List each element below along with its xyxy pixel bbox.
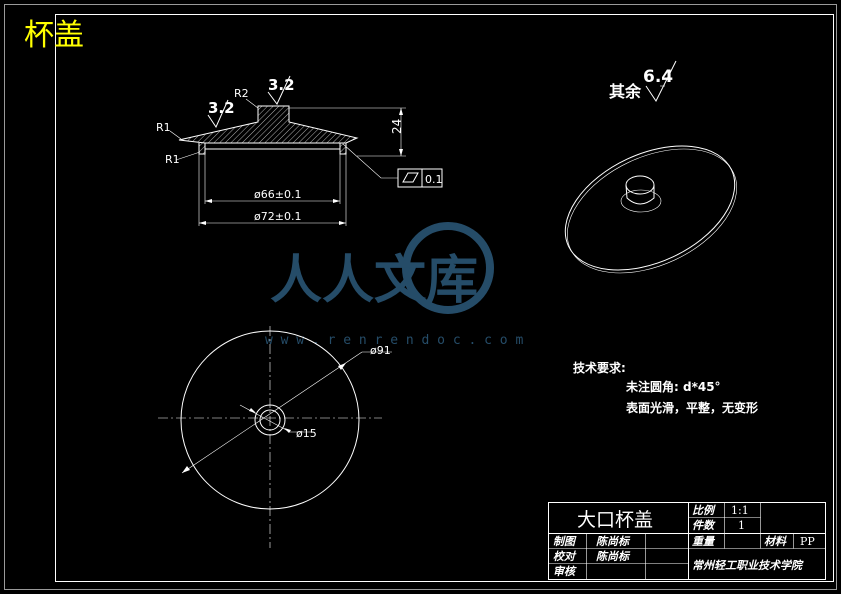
tb-drawn-label: 制图 bbox=[553, 535, 577, 548]
arrow-15-b bbox=[284, 428, 291, 433]
roughness-other: 其余 6.4 bbox=[609, 60, 677, 102]
roughness-side-value: 3.2 bbox=[208, 99, 235, 117]
dim-plan-outer-diameter: ø91 bbox=[370, 344, 391, 357]
sheet-label: 杯盖 bbox=[24, 18, 84, 53]
iso-knob-side bbox=[625, 184, 655, 205]
arrow-91-a bbox=[182, 466, 190, 473]
leader-radius-top bbox=[245, 98, 259, 109]
tech-req-title: 技术要求: bbox=[573, 360, 626, 375]
roughness-top-symbol bbox=[267, 75, 291, 105]
dim-height: 24 bbox=[390, 119, 404, 134]
arrow-72-left bbox=[199, 221, 206, 225]
watermark-logo-ring bbox=[402, 222, 494, 314]
arrow-height-bottom bbox=[399, 149, 403, 156]
dim-plan-knob-diameter: ø15 bbox=[296, 427, 317, 440]
inner-border bbox=[55, 14, 834, 582]
plan-knob-inner bbox=[259, 409, 281, 431]
tb-approved-label: 审核 bbox=[553, 565, 577, 578]
title-block: 大口杯盖 比例 1:1 件数 1 制图 陈尚标 重量 材料 PP 校对 陈尚标 … bbox=[548, 502, 826, 580]
arrow-15-a bbox=[249, 408, 256, 413]
dim-inner-diameter: ø66±0.1 bbox=[254, 188, 301, 201]
leader-radius-inner bbox=[175, 151, 201, 161]
radius-inner-label: R1 bbox=[165, 153, 180, 166]
tb-drawn-name: 陈尚标 bbox=[596, 535, 631, 548]
tech-req-line1: 未注圆角: d*45° bbox=[625, 379, 721, 394]
tb-school: 常州轻工职业技术学院 bbox=[692, 559, 804, 572]
roughness-side-symbol bbox=[207, 99, 229, 129]
iso-knob-base bbox=[620, 189, 662, 213]
skirt-wall-right bbox=[339, 143, 347, 155]
tb-qty-value: 1 bbox=[738, 519, 745, 532]
tb-scale-value: 1:1 bbox=[731, 504, 749, 517]
title-block-frame bbox=[548, 502, 826, 580]
plan-outer-circle bbox=[180, 330, 360, 510]
radius-outer-label: R1 bbox=[156, 121, 171, 134]
tb-checked-name: 陈尚标 bbox=[596, 550, 631, 563]
flatness-frame bbox=[397, 168, 443, 188]
arrow-66-right bbox=[333, 199, 340, 203]
iso-disc-bottom bbox=[566, 148, 738, 274]
tb-material-value: PP bbox=[800, 535, 815, 548]
plan-knob-outer bbox=[254, 404, 286, 436]
tb-qty-label: 件数 bbox=[692, 519, 716, 532]
watermark-brand: 人人文库 bbox=[270, 251, 478, 311]
arrow-height-top bbox=[399, 108, 403, 115]
leader-radius-outer bbox=[169, 130, 182, 140]
dim-line-15 bbox=[239, 404, 291, 433]
flatness-value: 0.1 bbox=[425, 173, 443, 186]
roughness-other-label: 其余 bbox=[609, 82, 642, 101]
watermark-url: w w w . r e n r e n d o c . c o m bbox=[265, 333, 523, 348]
section-view: ø66±0.1 ø72±0.1 24 3.2 3.2 R2 R1 R1 0.1 bbox=[156, 75, 443, 226]
isometric-view bbox=[564, 145, 738, 274]
tech-requirements: 技术要求: 未注圆角: d*45° 表面光滑，平整，无变形 bbox=[573, 360, 758, 415]
leader-flatness bbox=[342, 143, 398, 179]
iso-disc-top bbox=[564, 145, 736, 271]
dim-outer-diameter: ø72±0.1 bbox=[254, 210, 301, 223]
skirt-wall-left bbox=[198, 143, 206, 155]
roughness-other-value: 6.4 bbox=[643, 67, 673, 87]
roughness-top-value: 3.2 bbox=[268, 76, 295, 94]
section-hatch bbox=[178, 105, 359, 144]
watermark: 人人文库 w w w . r e n r e n d o c . c o m bbox=[265, 222, 523, 348]
tb-checked-label: 校对 bbox=[553, 550, 577, 563]
tb-material-label: 材料 bbox=[764, 535, 787, 548]
arrow-72-right bbox=[339, 221, 346, 225]
arrow-66-left bbox=[205, 199, 212, 203]
dim-line-91 bbox=[181, 351, 363, 474]
outer-border bbox=[4, 4, 837, 590]
roughness-other-symbol bbox=[645, 60, 677, 102]
plan-view: ø91 ø15 bbox=[158, 326, 392, 548]
tb-part-name: 大口杯盖 bbox=[577, 509, 653, 531]
flatness-icon bbox=[402, 172, 419, 183]
tb-scale-label: 比例 bbox=[692, 504, 716, 517]
tech-req-line2: 表面光滑，平整，无变形 bbox=[625, 400, 758, 415]
tb-weight-label: 重量 bbox=[692, 535, 716, 548]
radius-top-label: R2 bbox=[234, 87, 249, 100]
arrow-91-b bbox=[338, 363, 346, 370]
